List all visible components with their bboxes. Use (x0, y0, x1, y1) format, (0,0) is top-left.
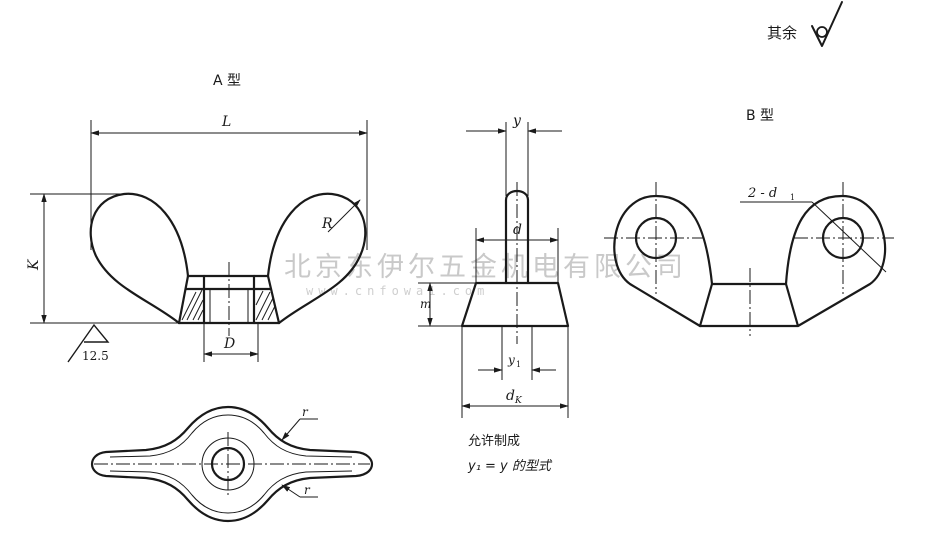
surface-finish-note: 其余 (767, 24, 797, 42)
dimension-label-y1: y (507, 353, 515, 367)
dimension-label-dk: d (506, 388, 515, 404)
roughness-symbol: 12.5 (67, 323, 110, 363)
dimension-label-m: m (420, 297, 431, 311)
dimension-label-2-d1-sub: 1 (790, 193, 795, 202)
dimension-label-R: R (321, 216, 333, 232)
dimension-L: L (90, 114, 368, 250)
dimension-dk: d K (461, 326, 569, 418)
watermark-url: www.cnfowa1.com (306, 284, 489, 298)
surface-finish-symbol: 其余 (767, 1, 843, 47)
dimension-label-y1-sub: 1 (516, 360, 521, 369)
watermark-company: 北京东伊尔五金机电有限公司 (284, 252, 687, 283)
dimension-label-r-top: r (302, 405, 309, 419)
dimension-r-bottom: r (281, 483, 318, 498)
dimension-R: R (321, 199, 361, 233)
dimension-label-dk-sub: K (514, 396, 523, 406)
dimension-r-top: r (281, 405, 318, 441)
dimension-label-y: y (512, 113, 522, 129)
dimension-K: K (26, 193, 179, 324)
dimension-label-K: K (26, 258, 42, 271)
dimension-label-2-d1: 2 - d (747, 186, 777, 201)
type-a-top-view (90, 405, 374, 523)
side-note-line-1: 允许制成 (468, 433, 520, 449)
dimension-y: y (466, 113, 562, 196)
dimension-2-d1: 2 - d 1 (740, 186, 887, 273)
dimension-y1: y 1 (478, 326, 556, 380)
side-note-line-2: y₁ = y 的型式 (467, 459, 553, 474)
dimension-label-r-bottom: r (304, 483, 311, 497)
dimension-label-D: D (223, 336, 235, 352)
type-a-title: A 型 (213, 73, 241, 89)
type-b-title: B 型 (746, 108, 774, 124)
roughness-value: 12.5 (82, 349, 109, 363)
dimension-m: m (418, 282, 476, 327)
type-a-front-view (89, 192, 367, 336)
dimension-d: d (475, 222, 559, 283)
dimension-D: D (203, 323, 259, 362)
type-b-front-view (604, 182, 894, 336)
dimension-label-d: d (513, 222, 522, 238)
dimension-label-L: L (221, 114, 231, 130)
